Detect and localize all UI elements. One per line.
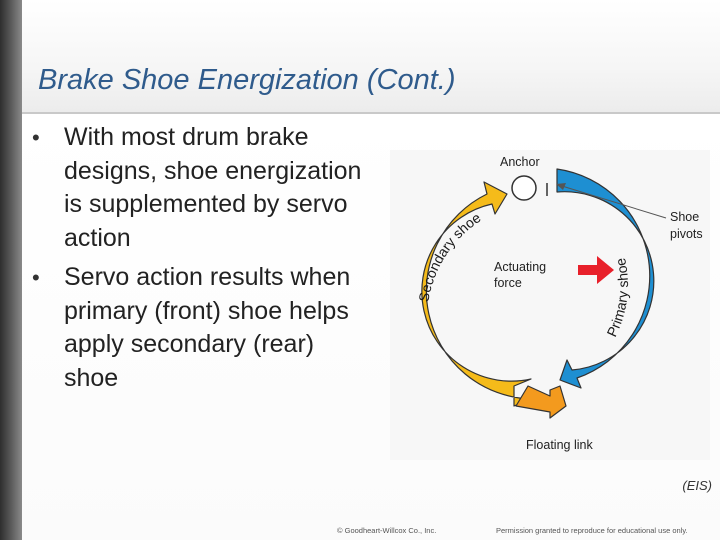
footer-copyright: © Goodheart-Willcox Co., Inc. [337,526,437,535]
bullet-text: With most drum brake designs, shoe energ… [64,123,362,252]
slide-title: Brake Shoe Energization (Cont.) [38,64,456,96]
bullet-item: • With most drum brake designs, shoe ene… [30,121,370,255]
bullet-text: Servo action results when primary (front… [64,263,351,392]
bullet-list: • With most drum brake designs, shoe ene… [30,121,370,401]
bullet-dot-icon: • [32,265,40,290]
brake-diagram-svg: Anchor Shoe pivots Actuating force Float… [415,155,703,452]
bullet-item: • Servo action results when primary (fro… [30,261,370,395]
shoe-pivots-leader-arrowhead [556,183,566,190]
header-band [22,0,720,114]
floating-link-label: Floating link [526,438,593,452]
secondary-shoe [421,181,532,407]
left-edge-strip [0,0,22,540]
floating-link [515,385,567,419]
shoe-pivots-label-line2: pivots [670,227,703,241]
anchor-pin [511,175,537,201]
actuating-force-label-line2: force [494,276,522,290]
shoe-pivots-label-line1: Shoe [670,210,699,224]
primary-shoe [556,168,655,389]
image-credit: (EIS) [682,478,712,493]
actuating-force-arrow [578,256,614,284]
brake-diagram: Anchor Shoe pivots Actuating force Float… [390,150,710,460]
bullet-dot-icon: • [32,125,40,150]
anchor-label: Anchor [500,155,540,169]
footer-permission: Permission granted to reproduce for educ… [496,526,688,535]
actuating-force-label-line1: Actuating [494,260,546,274]
shoe-pivots-leader [561,185,667,219]
